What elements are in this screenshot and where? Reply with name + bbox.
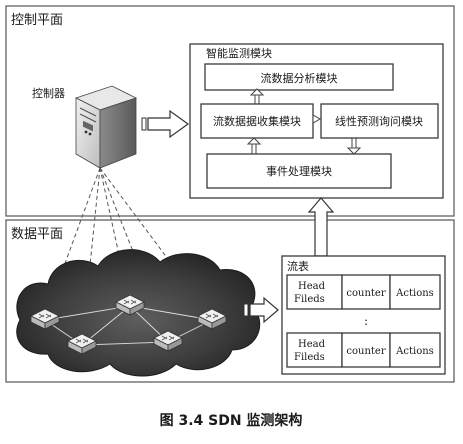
control-plane-frame [5,5,455,217]
analysis-module-box [204,63,394,91]
event-module-box [206,153,392,189]
flow-row-2-head-line1: Head [298,339,326,350]
data-plane-frame [5,219,455,383]
collection-module-label: 流数据据收集模块 [213,114,301,128]
controller-to-monitor-arrow [141,109,190,139]
predict-module-box [320,103,439,139]
flow-table-ellipsis: : [364,314,368,328]
flowtable-to-event-arrow [307,197,335,257]
analysis-module-label: 流数据分析模块 [261,71,338,85]
switch-icon [153,330,183,352]
controller-server-icon [74,85,138,169]
control-plane-title: 控制平面 [11,13,63,28]
controller-label: 控制器 [32,86,65,100]
flow-table-title: 流表 [287,259,309,273]
collection-module-box [200,103,314,139]
table-row: Head Fileds counter Actions [286,274,441,310]
predict-module-label: 线性预测询问模块 [335,114,423,128]
predict-to-event-arrow [346,138,362,155]
flow-row-2-actions: Actions [395,346,434,357]
switch-icon [30,308,60,330]
network-to-flowtable-arrow [243,296,279,324]
event-to-collection-arrow [246,137,262,154]
event-module-label: 事件处理模块 [266,165,332,178]
flow-row-1-head-line2: Fileds [294,294,325,305]
switch-icon [115,294,145,316]
switch-icon [67,333,97,355]
collection-to-predict-arrow [312,114,322,124]
flow-row-2-counter: counter [346,346,385,357]
switch-icon [197,308,227,330]
flow-row-2-head-line2: Fileds [294,352,325,363]
monitor-module-title: 智能监测模块 [206,46,272,60]
flow-row-1-counter: counter [346,288,385,299]
figure-caption: 图 3.4 SDN 监测架构 [160,412,303,429]
data-plane-title: 数据平面 [11,227,63,242]
flow-row-1-actions: Actions [395,288,434,299]
table-row: Head Fileds counter Actions [286,332,441,368]
collection-to-analysis-arrow [249,88,265,104]
flow-row-1-head-line1: Head [298,281,326,292]
